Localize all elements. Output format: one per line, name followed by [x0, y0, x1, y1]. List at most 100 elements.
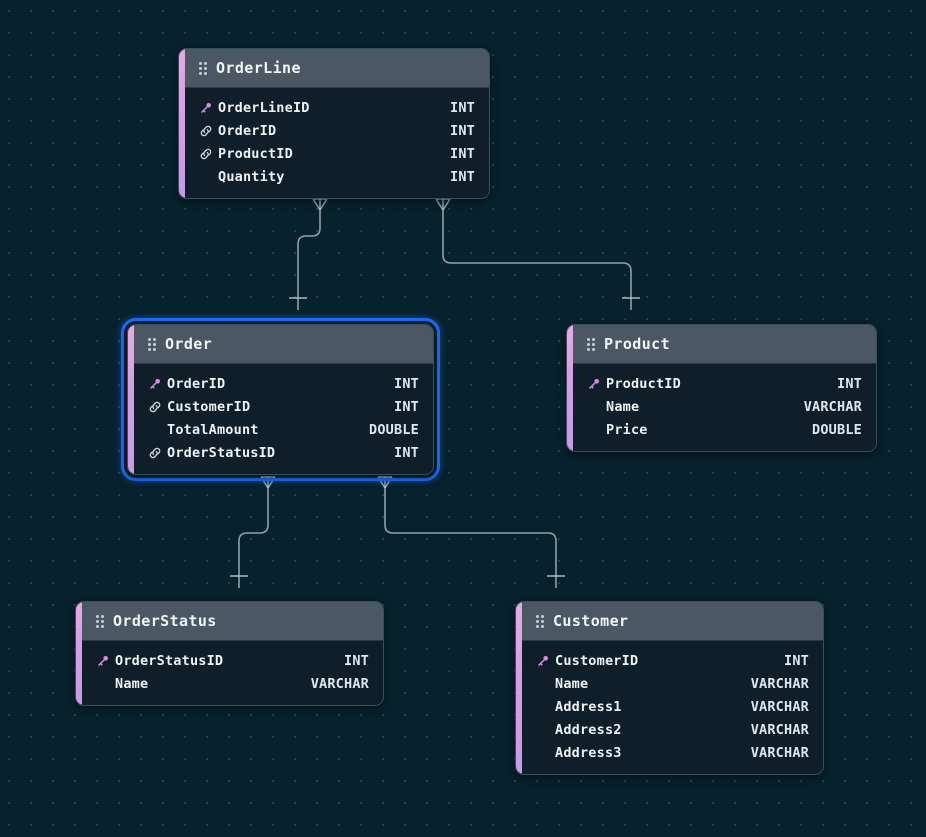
- column-row[interactable]: Address1 VARCHAR: [516, 695, 823, 718]
- column-row[interactable]: Quantity INT: [179, 165, 489, 188]
- column-type: INT: [344, 652, 369, 669]
- column-name: Name: [555, 675, 589, 692]
- relationship-order-customer[interactable]: [377, 476, 565, 588]
- table-header-order[interactable]: Order: [128, 325, 433, 364]
- column-row[interactable]: Price DOUBLE: [567, 418, 876, 441]
- column-row[interactable]: CustomerID INT: [516, 649, 823, 672]
- column-type: INT: [784, 652, 809, 669]
- column-type: INT: [450, 145, 475, 162]
- column-name: OrderLineID: [218, 99, 310, 116]
- column-type: DOUBLE: [812, 421, 862, 438]
- table-header-customer[interactable]: Customer: [516, 602, 823, 641]
- table-header-orderline[interactable]: OrderLine: [179, 49, 489, 88]
- drag-handle-icon[interactable]: [96, 615, 104, 628]
- column-name: Quantity: [218, 168, 285, 185]
- column-row[interactable]: Name VARCHAR: [516, 672, 823, 695]
- column-row[interactable]: Name VARCHAR: [567, 395, 876, 418]
- column-type: INT: [450, 168, 475, 185]
- column-name: ProductID: [218, 145, 293, 162]
- key-icon: [536, 654, 552, 668]
- link-icon: [148, 400, 164, 414]
- column-name: Address1: [555, 698, 622, 715]
- drag-handle-icon[interactable]: [199, 62, 207, 75]
- key-icon: [199, 101, 215, 115]
- column-icon-none: [536, 677, 552, 691]
- column-type: INT: [837, 375, 862, 392]
- link-icon: [199, 147, 215, 161]
- column-type: VARCHAR: [750, 721, 809, 738]
- column-icon-none: [536, 700, 552, 714]
- column-row[interactable]: Address3 VARCHAR: [516, 741, 823, 764]
- column-row[interactable]: OrderID INT: [179, 119, 489, 142]
- column-name: OrderStatusID: [167, 444, 276, 461]
- column-type: INT: [394, 375, 419, 392]
- table-accent-bar: [76, 602, 82, 705]
- column-name: ProductID: [606, 375, 681, 392]
- crowsfoot-many-marker: [260, 476, 276, 489]
- table-title: Order: [165, 335, 213, 353]
- table-header-orderstatus[interactable]: OrderStatus: [76, 602, 383, 641]
- column-name: CustomerID: [555, 652, 639, 669]
- table-header-product[interactable]: Product: [567, 325, 876, 364]
- column-name: OrderID: [218, 122, 277, 139]
- table-title: Customer: [553, 612, 629, 630]
- column-type: VARCHAR: [750, 675, 809, 692]
- column-icon-none: [148, 423, 164, 437]
- table-title: OrderStatus: [113, 612, 217, 630]
- drag-handle-icon[interactable]: [587, 338, 595, 351]
- column-icon-none: [587, 400, 603, 414]
- column-type: INT: [394, 398, 419, 415]
- relationship-orderline-order[interactable]: [289, 198, 328, 310]
- column-row[interactable]: Address2 VARCHAR: [516, 718, 823, 741]
- column-name: OrderStatusID: [115, 652, 224, 669]
- column-icon-none: [587, 423, 603, 437]
- relationship-orderline-product[interactable]: [435, 198, 640, 310]
- table-accent-bar: [516, 602, 522, 774]
- table-title: Product: [604, 335, 671, 353]
- drag-handle-icon[interactable]: [536, 615, 544, 628]
- relationship-order-orderstatus[interactable]: [230, 476, 276, 588]
- column-type: VARCHAR: [750, 698, 809, 715]
- column-row[interactable]: ProductID INT: [567, 372, 876, 395]
- column-type: INT: [450, 99, 475, 116]
- column-icon-none: [199, 170, 215, 184]
- column-name: Name: [606, 398, 640, 415]
- column-icon-none: [536, 723, 552, 737]
- column-icon-none: [536, 746, 552, 760]
- key-icon: [587, 377, 603, 391]
- column-row[interactable]: Name VARCHAR: [76, 672, 383, 695]
- column-type: VARCHAR: [310, 675, 369, 692]
- column-name: Address3: [555, 744, 622, 761]
- table-title: OrderLine: [216, 59, 301, 77]
- column-name: Price: [606, 421, 648, 438]
- table-accent-bar: [567, 325, 573, 451]
- link-icon: [148, 446, 164, 460]
- table-accent-bar: [179, 49, 185, 198]
- drag-handle-icon[interactable]: [148, 338, 156, 351]
- key-icon: [96, 654, 112, 668]
- key-icon: [148, 377, 164, 391]
- column-type: VARCHAR: [803, 398, 862, 415]
- column-type: INT: [450, 122, 475, 139]
- column-name: Name: [115, 675, 149, 692]
- column-name: Address2: [555, 721, 622, 738]
- column-row[interactable]: OrderLineID INT: [179, 96, 489, 119]
- column-row[interactable]: ProductID INT: [179, 142, 489, 165]
- crowsfoot-many-marker: [435, 198, 451, 211]
- column-type: VARCHAR: [750, 744, 809, 761]
- column-row[interactable]: OrderStatusID INT: [76, 649, 383, 672]
- column-name: TotalAmount: [167, 421, 259, 438]
